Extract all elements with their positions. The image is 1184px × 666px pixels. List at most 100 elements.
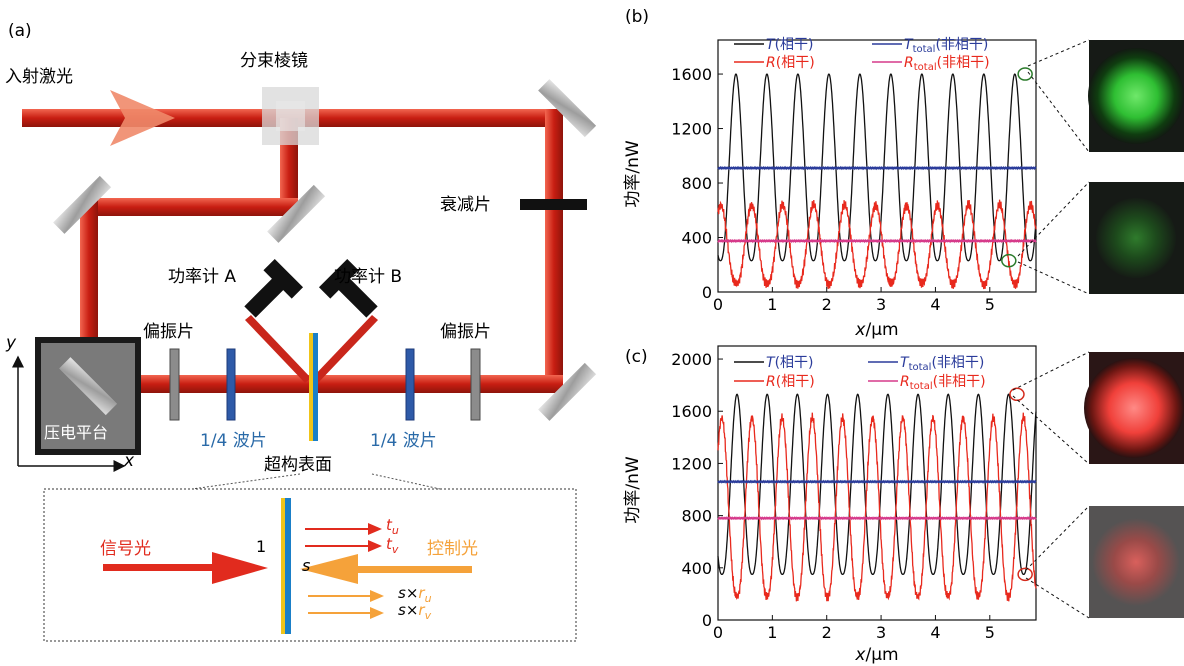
chart-c-xlabel: x/μm [854, 645, 898, 665]
chart-c-ytick-label: 1600 [671, 402, 712, 421]
qwp-right [405, 348, 415, 421]
callout-b1-bottom [1027, 71, 1090, 153]
chart-c-marker-circle [1017, 567, 1033, 582]
metasurface-blue [313, 333, 318, 441]
control-arrow-icon [300, 554, 358, 584]
incident-arrow-icon [110, 90, 175, 146]
polarizer-left-label: 偏振片 [143, 322, 194, 342]
chart-c-xtick-label: 0 [713, 623, 723, 642]
legend-c-tt: Ttotal(非相干) [900, 355, 984, 373]
chart-c-xtick-label: 3 [876, 623, 886, 642]
polarizer-right-label: 偏振片 [440, 322, 491, 342]
zoom-line-right [371, 473, 441, 490]
chart-b-xtick-label: 4 [930, 295, 940, 314]
spot-b-top-bright-green [1088, 48, 1184, 144]
t-v-arrowhead-icon [368, 540, 382, 552]
chart-c-ylabel: 功率/nW [623, 456, 643, 524]
beam-right [545, 109, 563, 393]
polarizer-right [470, 348, 481, 421]
chart-b-marker-circle [1017, 67, 1033, 81]
t-v-label: tv [386, 535, 399, 556]
chart-b-xtick-label: 3 [876, 295, 886, 314]
chart-c-xtick-label: 4 [930, 623, 940, 642]
mirror-on-stage [59, 357, 118, 416]
signal-amplitude: 1 [256, 537, 266, 556]
inset-box [43, 488, 577, 642]
attenuator-label: 衰减片 [440, 195, 491, 215]
beam-to-meter-a [245, 315, 311, 383]
legend-b-t: T(相干) [766, 37, 814, 53]
legend-b-r: R(相干) [766, 55, 815, 71]
qwp-right-label: 1/4 波片 [370, 431, 437, 451]
signal-arrow-icon [212, 552, 268, 584]
chart-b-marker-circle [1001, 253, 1017, 268]
beam-to-meter-b [312, 315, 378, 383]
chart-b-ytick-label: 0 [702, 283, 712, 302]
power-meter-b-icon [318, 258, 378, 318]
chart-b-xtick-label: 1 [767, 295, 777, 314]
chart-c-ytick-label: 0 [702, 611, 712, 630]
callout-c1-top [1012, 351, 1090, 391]
t-u-arrowhead-icon [368, 523, 382, 535]
chart-b-series-2 [717, 165, 1037, 171]
metasurface-yellow [309, 333, 313, 441]
chart-c-series-2 [717, 479, 1037, 484]
incident-laser-label: 入射激光 [5, 67, 73, 87]
mirror-mid-left [53, 175, 112, 234]
chart-b-ytick-label: 1600 [671, 65, 712, 84]
legend-c-r: R(相干) [766, 374, 815, 390]
chart-b-ytick-label: 800 [681, 174, 712, 193]
power-meter-b-label: 功率计 B [334, 267, 402, 287]
callout-c1-bottom [1012, 395, 1090, 465]
chart-c-ytick-label: 800 [681, 507, 712, 526]
chart-b-series-0 [717, 73, 1037, 262]
sr-u-label: s×ru [398, 584, 432, 605]
panel-a-setup: (a) 入射激光 分束棱镜 衰减片 压电平台 y x [5, 21, 597, 642]
chart-b-ytick-label: 400 [681, 229, 712, 248]
axis-x-label: x [123, 451, 135, 471]
chart-c-ytick-label: 2000 [671, 350, 712, 369]
control-light-label: 控制光 [427, 539, 478, 559]
chart-c-series-3 [717, 516, 1037, 521]
callout-b1-top [1027, 39, 1090, 67]
power-meter-a-label: 功率计 A [168, 267, 236, 287]
beam-mid [80, 198, 298, 216]
chart-c-xtick-label: 5 [985, 623, 995, 642]
chart-c: (c) 0 1 2 3 4 5 0 400 800 1200 1600 2000 功率/nW x/μm… [623, 345, 1037, 665]
zoom-line-left [191, 473, 301, 490]
control-amplitude: s [302, 556, 310, 575]
chart-c-panel-label: (c) [625, 347, 648, 367]
t-u-label: tu [386, 516, 399, 537]
chart-c-marker-circle [1009, 387, 1025, 402]
callout-b2-top [1017, 181, 1090, 257]
beam-splitter-core [276, 101, 305, 131]
axis-y-label: y [5, 333, 17, 353]
signal-light-label: 信号光 [100, 539, 151, 559]
qwp-left-label: 1/4 波片 [200, 431, 267, 451]
signal-arrow-shaft [103, 564, 223, 571]
panel-a-label: (a) [8, 21, 32, 41]
chart-c-series-1 [717, 412, 1037, 602]
chart-c-ytick-label: 400 [681, 559, 712, 578]
sr-v-label: s×rv [398, 601, 432, 622]
beam-splitter-label: 分束棱镜 [240, 51, 308, 71]
chart-c-xtick-label: 2 [822, 623, 832, 642]
mirror-top-right [538, 79, 597, 138]
power-meter-a-icon [244, 258, 304, 318]
chart-c-xtick-label: 1 [767, 623, 777, 642]
legend-b-tt: Ttotal(非相干) [904, 37, 988, 55]
chart-c-series-0 [717, 393, 1037, 575]
sr-u-arrowhead-icon [370, 590, 384, 602]
chart-c-ytick-label: 1200 [671, 454, 712, 473]
control-arrow-shaft [350, 566, 472, 573]
beam-bottom [80, 375, 563, 393]
beam-spot-images [1012, 39, 1184, 619]
chart-b-ytick-label: 1200 [671, 120, 712, 139]
attenuator-bar [520, 199, 587, 210]
chart-b-panel-label: (b) [625, 7, 649, 27]
chart-c-legend: T(相干) R(相干) Ttotal(非相干) Rtotal(非相干) [734, 355, 986, 392]
chart-b-series-1 [717, 199, 1037, 290]
mirror-mid-splitter [267, 184, 326, 243]
qwp-left [226, 348, 236, 421]
